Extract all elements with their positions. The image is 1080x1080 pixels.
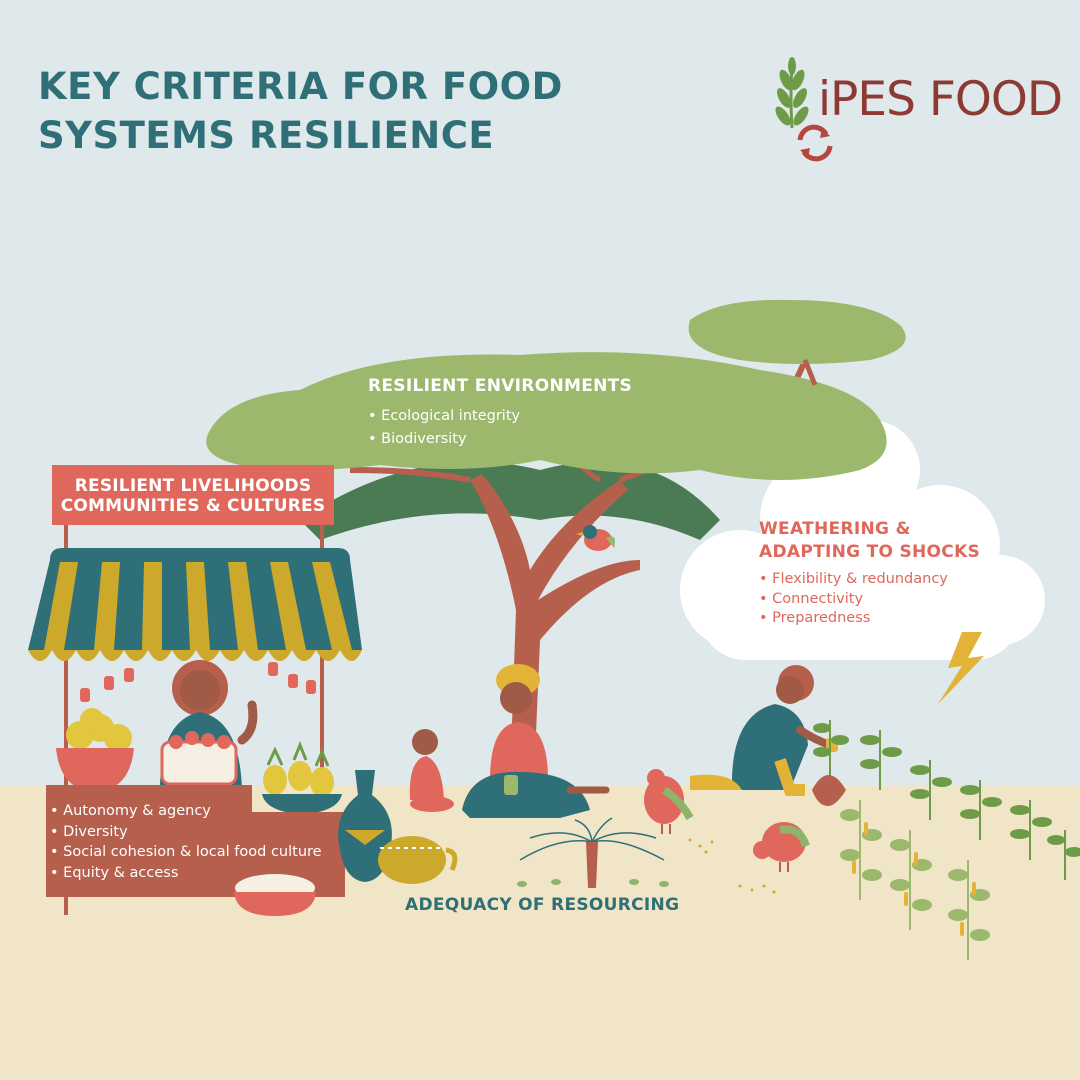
- bird-icon: [576, 525, 615, 551]
- lightning-icon: [938, 632, 984, 704]
- list-item: Diversity: [50, 822, 322, 843]
- tree-canopy-top: [688, 299, 906, 364]
- list-item: Biodiversity: [368, 428, 520, 451]
- crop-plants: [813, 720, 1080, 880]
- bean-plants: [840, 800, 990, 960]
- tomato-basket: [160, 740, 238, 786]
- fruit-bowl: [56, 708, 134, 792]
- sprinkler-icon: [519, 817, 665, 861]
- shocks-list: Flexibility & redundancy Connectivity Pr…: [759, 570, 948, 629]
- title-line-1: KEY CRITERIA FOR FOOD: [38, 65, 563, 108]
- sitting-woman: [462, 664, 610, 818]
- livelihoods-heading: RESILIENT LIVELIHOODS COMMUNITIES & CULT…: [52, 476, 334, 516]
- list-item: Social cohesion & local food culture: [50, 842, 321, 863]
- list-item: Equity & access: [50, 863, 322, 884]
- seedlings: [517, 879, 669, 887]
- livelihoods-list: Autonomy & agency Diversity Social cohes…: [50, 801, 322, 884]
- list-item: Connectivity: [759, 590, 948, 610]
- recycle-arrows-icon: [797, 124, 833, 162]
- root-vegetable: [812, 775, 846, 806]
- ipes-food-logo-text: iPES FOOD: [818, 72, 1063, 127]
- livelihoods-heading-line-2: COMMUNITIES & CULTURES: [60, 496, 326, 516]
- environments-list: Ecological integrity Biodiversity: [368, 405, 520, 451]
- vase: [338, 770, 392, 882]
- bean-pods: [852, 822, 976, 936]
- hanging-peppers: [80, 662, 316, 702]
- shocks-heading: WEATHERING & ADAPTING TO SHOCKS: [759, 518, 980, 564]
- page-title: KEY CRITERIA FOR FOOD SYSTEMS RESILIENCE: [38, 62, 563, 160]
- shocks-heading-line-1: WEATHERING &: [759, 519, 911, 539]
- list-item: Ecological integrity: [368, 405, 520, 428]
- kneeling-farmer: [690, 665, 838, 796]
- child: [409, 729, 454, 812]
- shocks-heading-line-2: ADAPTING TO SHOCKS: [759, 542, 981, 562]
- livelihoods-heading-line-1: RESILIENT LIVELIHOODS: [74, 476, 312, 496]
- resourcing-label: ADEQUACY OF RESOURCING: [405, 895, 680, 915]
- hen-icon: [753, 822, 810, 872]
- list-item: Autonomy & agency: [50, 801, 322, 822]
- teapot: [378, 836, 458, 884]
- title-line-2: SYSTEMS RESILIENCE: [38, 114, 495, 157]
- list-item: Preparedness: [759, 609, 948, 629]
- list-item: Flexibility & redundancy: [759, 570, 948, 590]
- banner-board: [52, 465, 334, 525]
- grain: [688, 838, 776, 894]
- wheat-logo-icon: [775, 57, 809, 129]
- hen-icon: [644, 769, 694, 834]
- environments-heading: RESILIENT ENVIRONMENTS: [368, 376, 633, 396]
